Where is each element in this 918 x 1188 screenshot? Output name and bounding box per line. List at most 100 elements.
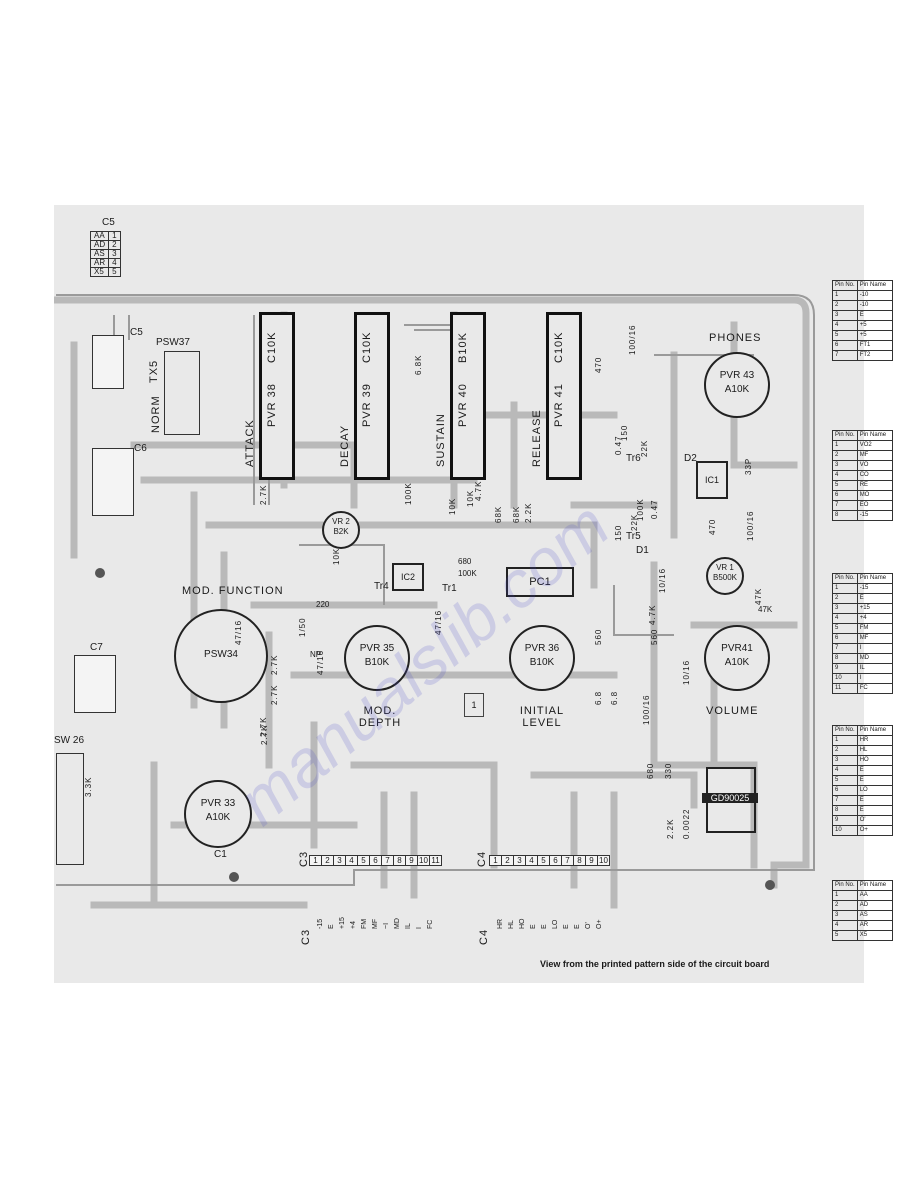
pin-table-cell: FM [856, 623, 893, 634]
pin-table-cell: I [856, 673, 893, 684]
pin-table-cell: Pin No. [832, 573, 858, 584]
tr1-label: Tr1 [442, 583, 457, 594]
pin-table-cell: 10 [832, 673, 858, 684]
c3-pin-name: I [416, 927, 423, 929]
pin-table-cell: X5 [856, 930, 893, 941]
c4-pin: 10 [597, 855, 610, 866]
gd-label: GD90025 [702, 793, 758, 803]
pin-table-cell: E [856, 805, 893, 816]
sw26-switch [56, 753, 84, 865]
pin-table-row: 5+5 [832, 330, 893, 341]
pin-table-cell: Pin No. [832, 880, 858, 891]
pin-table-cell: E [856, 765, 893, 776]
component-value-label: 100/16 [746, 510, 755, 541]
component-value-label: 0.47 [650, 499, 659, 519]
pin-table-row: Pin No.Pin Name [832, 880, 893, 891]
norm-label: NORM [150, 395, 162, 433]
marker-box: 1 [464, 693, 484, 717]
vr2-value: B2K [333, 527, 349, 536]
pvr35-value: B10K [364, 657, 390, 668]
pin-table-cell: MF [856, 633, 893, 644]
pin-table-cell: 8 [832, 805, 858, 816]
component-value-label: 0.0022 [682, 808, 691, 839]
pvr41-volume-ref: PVR41 [721, 643, 753, 654]
pin-table-cell: E [856, 593, 893, 604]
c5-table-cell: 5 [108, 267, 121, 277]
pin-table-cell: 5 [832, 623, 858, 634]
pin-table-cell: MO [856, 490, 893, 501]
c6-connector-label: C6 [134, 443, 147, 454]
pin-table-row: 2-10 [832, 300, 893, 311]
component-value-label: 47/16 [234, 619, 243, 645]
pin-table-cell: AD [856, 900, 893, 911]
pin-table-cell: 3 [832, 910, 858, 921]
pin-table-cell: -10 [856, 300, 893, 311]
pvr36-label: INITIAL LEVEL [519, 705, 565, 729]
pin-table-cell: 7 [832, 643, 858, 654]
pin-table-cell: 2 [832, 300, 858, 311]
component-value-label: 4.7K [648, 604, 657, 625]
component-value-label: 68K [512, 505, 521, 523]
pin-table-cell: Pin No. [832, 280, 858, 291]
c4-pin-name: O' [585, 922, 592, 929]
pin-table-cell: 5 [832, 480, 858, 491]
c7-connector [74, 655, 116, 713]
pin-table-cell: +15 [856, 603, 893, 614]
component-value-label: 47K [754, 587, 763, 605]
pin-table-cell: 9 [832, 815, 858, 826]
c5-table-cell: X5 [89, 267, 110, 277]
pin-table-cell: O' [856, 815, 893, 826]
pin-table-cell: 2 [832, 450, 858, 461]
gd-module: GD90025 [702, 767, 758, 833]
pin-table-cell: CO [856, 470, 893, 481]
pin-table-cell: 4 [832, 470, 858, 481]
pin-table-cell: I [856, 643, 893, 654]
pin-table-row: 1-10 [832, 290, 893, 301]
component-value-label: 33P [744, 457, 753, 475]
slider-decay-name: DECAY [339, 424, 351, 467]
component-value-label: 560 [650, 628, 659, 645]
component-value-label: 68K [494, 505, 503, 523]
slider-release-name: RELEASE [531, 409, 543, 467]
component-value-label: 47K [758, 605, 773, 614]
pin-table-cell: 1 [832, 735, 858, 746]
component-value-label: 2.7K [260, 724, 269, 745]
tr4-label: Tr4 [374, 581, 389, 592]
pin-table-cell: 8 [832, 653, 858, 664]
pvr35-pot: PVR 35 B10K [344, 625, 410, 691]
c6-connector [92, 448, 134, 516]
tr6-label: Tr6 [626, 453, 641, 464]
psw34-switch: PSW34 [174, 609, 268, 703]
pvr43-label: PHONES [709, 332, 762, 344]
pvr43-value: A10K [724, 384, 750, 395]
vr1-ref: VR 1 [716, 563, 734, 572]
component-value-label: 1/50 [298, 617, 307, 637]
psw37-switch [164, 351, 200, 435]
pin-table-cell: 5 [832, 330, 858, 341]
c7-connector-label: C7 [90, 642, 103, 653]
pin-table-cell: MD [856, 653, 893, 664]
pin-table-cell: 6 [832, 490, 858, 501]
ic1-chip: IC1 [696, 461, 728, 499]
pin-table-cell: Pin Name [856, 573, 893, 584]
c3-pin-name: ~I [383, 922, 390, 929]
pin-table-cell: AR [856, 920, 893, 931]
